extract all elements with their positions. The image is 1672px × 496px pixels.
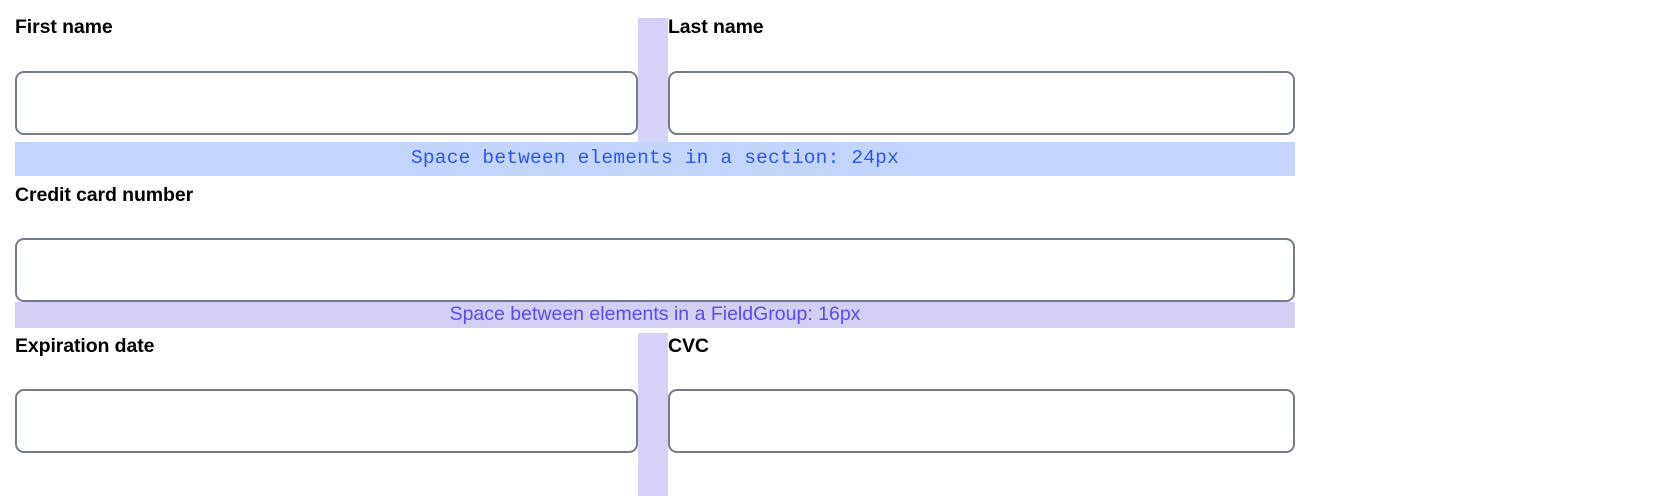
spacing-band-fieldgroup-label: Space between elements in a FieldGroup: … xyxy=(449,303,861,326)
field-label-expiration-date: Expiration date xyxy=(15,335,155,357)
horizontal-gutter-marker-expiry-row xyxy=(638,333,668,496)
field-label-cvc: CVC xyxy=(668,335,709,357)
form-row-credit-card: Credit card number xyxy=(15,184,1295,302)
input-cvc[interactable] xyxy=(668,388,1295,453)
input-expiration-date[interactable] xyxy=(15,388,638,453)
form-row-expiry-cvc: 16 Expiration date CVC xyxy=(15,333,1295,496)
field-expiration-date: Expiration date xyxy=(15,333,638,453)
input-credit-card-number[interactable] xyxy=(15,237,1295,302)
field-label-last-name: Last name xyxy=(668,16,764,38)
spacing-band-section-label: Space between elements in a section: 24p… xyxy=(411,147,899,170)
spacing-band-section: Space between elements in a section: 24p… xyxy=(15,142,1295,176)
form-content: 16 First name Last name Space between el… xyxy=(15,0,1295,496)
field-label-credit-card-number: Credit card number xyxy=(15,184,194,206)
input-last-name[interactable] xyxy=(668,70,1295,135)
form-row-name: 16 First name Last name xyxy=(15,16,1295,142)
field-first-name: First name xyxy=(15,16,638,135)
field-label-first-name: First name xyxy=(15,16,113,38)
spacing-band-fieldgroup: Space between elements in a FieldGroup: … xyxy=(15,302,1295,328)
input-first-name[interactable] xyxy=(15,70,638,135)
horizontal-gutter-marker-name-row xyxy=(638,18,668,142)
field-last-name: Last name xyxy=(668,16,1295,135)
field-cvc: CVC xyxy=(668,333,1295,453)
